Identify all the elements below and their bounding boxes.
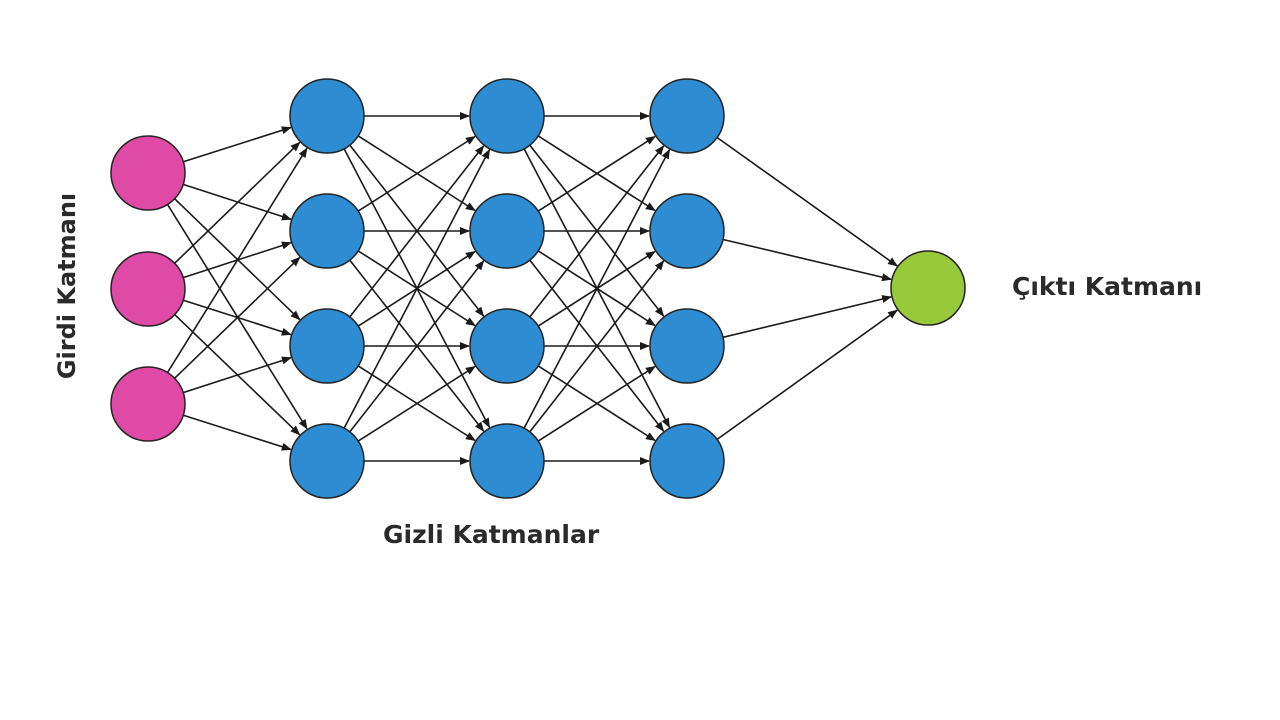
hidden-layer-1-node [289, 308, 365, 384]
connection-arrow [349, 260, 485, 433]
connection-arrow [183, 414, 292, 451]
output-layer-node [890, 250, 966, 326]
connection-arrow [343, 148, 491, 429]
connection-arrow [537, 365, 656, 442]
connection-arrow [716, 136, 898, 267]
hidden-layer-1-node [289, 423, 365, 499]
hidden-layer-2-node [469, 308, 545, 384]
connection-arrow [182, 356, 292, 394]
hidden-layer-3-node [649, 78, 725, 154]
connection-arrow [174, 141, 301, 264]
input-layer-node [110, 366, 186, 442]
hidden-layer-1-node [289, 78, 365, 154]
neurons [110, 78, 966, 499]
connection-arrow [529, 260, 665, 433]
hidden-layers-label: Gizli Katmanlar [383, 520, 600, 549]
connection-arrow [349, 145, 485, 318]
hidden-layer-2-node [469, 78, 545, 154]
connection-arrow [716, 309, 898, 441]
hidden-layer-3-node [649, 308, 725, 384]
connection-arrow [523, 148, 671, 429]
connection-arrow [166, 147, 308, 374]
connection-arrow [174, 256, 301, 379]
input-layer-label: Girdi Katmanı [53, 192, 81, 380]
connection-arrow [183, 126, 292, 163]
connection-arrow [357, 135, 476, 212]
hidden-layer-1-node [289, 193, 365, 269]
hidden-layer-2-node [469, 193, 545, 269]
input-layer-node [110, 135, 186, 211]
connection-arrow [529, 145, 665, 318]
input-layer-node [110, 251, 186, 327]
hidden-layer-3-node [649, 423, 725, 499]
connection-arrow [722, 295, 893, 339]
connection-arrow [166, 203, 308, 430]
hidden-layer-2-node [469, 423, 545, 499]
connection-arrow [722, 238, 892, 282]
output-layer-label: Çıktı Katmanı [1012, 272, 1203, 301]
hidden-layer-3-node [649, 193, 725, 269]
connection-arrow [357, 365, 476, 442]
connection-arrow [537, 135, 656, 212]
connections [166, 112, 898, 465]
